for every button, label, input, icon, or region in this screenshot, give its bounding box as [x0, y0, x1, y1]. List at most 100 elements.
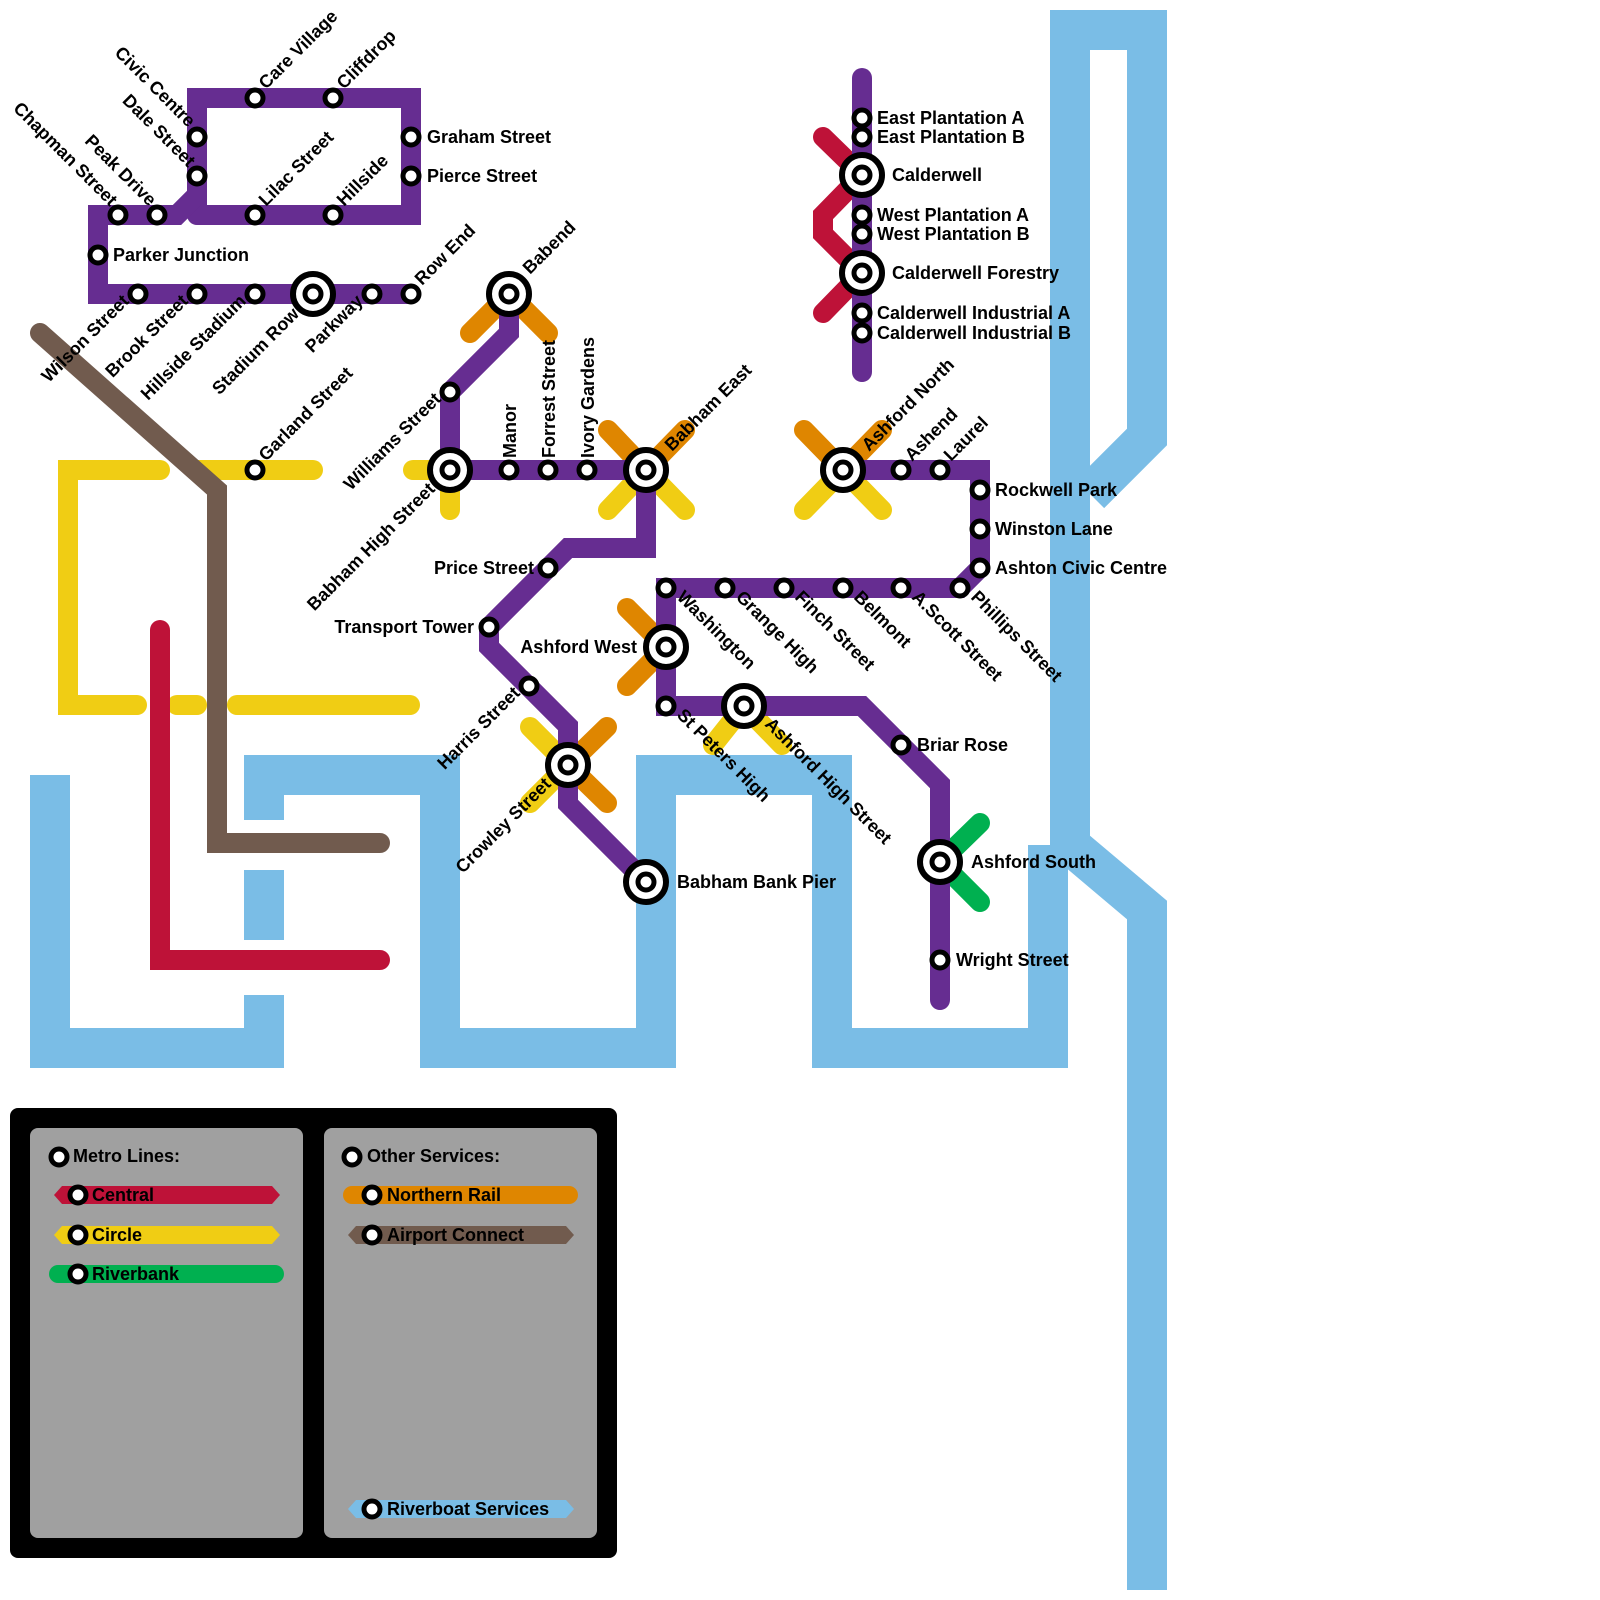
legend-central-station-icon	[67, 1184, 89, 1206]
label-garland-street: Garland Street	[255, 363, 357, 465]
legend-central-swatch	[54, 1186, 280, 1204]
station-west-plantation-b[interactable]	[851, 223, 873, 245]
label-manor: Manor	[500, 404, 520, 458]
label-babham-high-street: Babham High Street	[303, 479, 439, 615]
station-chapman-street[interactable]	[107, 204, 129, 226]
interchange-babend[interactable]	[486, 271, 532, 317]
station-forrest-street[interactable]	[537, 459, 559, 481]
legend-central-label: Central	[92, 1185, 154, 1205]
station-winston-lane[interactable]	[969, 518, 991, 540]
station-williams-street[interactable]	[439, 381, 461, 403]
label-pierce-street: Pierce Street	[427, 166, 537, 186]
interchange-babham-bank-pier[interactable]	[623, 859, 669, 905]
station-wright-street[interactable]	[929, 949, 951, 971]
interchange-ashford-south[interactable]	[917, 839, 963, 885]
legend-northern-rail-swatch	[343, 1186, 578, 1204]
label-hillside: Hillside	[333, 150, 392, 209]
station-lilac-street[interactable]	[244, 204, 266, 226]
station-ashton-civic-centre[interactable]	[969, 557, 991, 579]
station-east-plantation-a[interactable]	[851, 107, 873, 129]
station-parker-junction[interactable]	[87, 244, 109, 266]
legend-riverboat-swatch	[348, 1500, 574, 1518]
label-care-village: Care Village	[255, 6, 342, 93]
label-calderwell: Calderwell	[892, 165, 982, 185]
legend-circle-label: Circle	[92, 1225, 142, 1245]
legend-airport-connect-label: Airport Connect	[387, 1225, 524, 1245]
legend-other-title: Other Services:	[367, 1146, 500, 1166]
legend-station-icon	[48, 1146, 70, 1168]
interchange-calderwell[interactable]	[839, 152, 885, 198]
label-calderwell-industrial-a: Calderwell Industrial A	[877, 303, 1070, 323]
station-ivory-gardens[interactable]	[576, 459, 598, 481]
legend-metro-title: Metro Lines:	[73, 1146, 180, 1166]
station-care-village[interactable]	[244, 87, 266, 109]
legend-riverbank-station-icon	[67, 1263, 89, 1285]
label-babend: Babend	[519, 217, 580, 278]
station-west-plantation-a[interactable]	[851, 204, 873, 226]
station-cliffdrop[interactable]	[322, 87, 344, 109]
label-ashford-south: Ashford South	[971, 852, 1096, 872]
station-calderwell-industrial-a[interactable]	[851, 302, 873, 324]
station-row-end[interactable]	[400, 283, 422, 305]
interchange-stadium-row[interactable]	[290, 271, 336, 317]
label-west-plantation-a: West Plantation A	[877, 205, 1029, 225]
station-graham-street[interactable]	[400, 126, 422, 148]
label-west-plantation-b: West Plantation B	[877, 224, 1030, 244]
station-rockwell-park[interactable]	[969, 479, 991, 501]
label-briar-rose: Briar Rose	[917, 735, 1008, 755]
station-pierce-street[interactable]	[400, 165, 422, 187]
label-ashford-west: Ashford West	[520, 637, 637, 657]
interchanges	[290, 152, 963, 905]
station-briar-rose[interactable]	[890, 734, 912, 756]
station-peak-drive[interactable]	[146, 204, 168, 226]
station-laurel[interactable]	[929, 459, 951, 481]
label-transport-tower: Transport Tower	[334, 617, 474, 637]
label-calderwell-industrial-b: Calderwell Industrial B	[877, 323, 1071, 343]
station-east-plantation-b[interactable]	[851, 126, 873, 148]
station-transport-tower[interactable]	[478, 616, 500, 638]
station-wilson-street[interactable]	[127, 283, 149, 305]
interchange-calderwell-forestry[interactable]	[839, 250, 885, 296]
station-price-street[interactable]	[537, 557, 559, 579]
label-wright-street: Wright Street	[956, 950, 1069, 970]
station-calderwell-industrial-b[interactable]	[851, 322, 873, 344]
station-parkway[interactable]	[361, 283, 383, 305]
station-st-peters-high[interactable]	[655, 695, 677, 717]
label-cliffdrop: Cliffdrop	[333, 26, 400, 93]
label-ivory-gardens: Ivory Gardens	[578, 337, 598, 458]
station-hillside-stadium[interactable]	[244, 283, 266, 305]
station-belmont[interactable]	[832, 577, 854, 599]
label-forrest-street: Forrest Street	[539, 340, 559, 458]
label-east-plantation-a: East Plantation A	[877, 108, 1024, 128]
label-rockwell-park: Rockwell Park	[995, 480, 1118, 500]
legend-riverbank-label: Riverbank	[92, 1264, 180, 1284]
interchange-ashford-north[interactable]	[820, 447, 866, 493]
interchange-ashford-high-street[interactable]	[721, 683, 767, 729]
stations	[87, 87, 991, 971]
station-manor[interactable]	[498, 459, 520, 481]
station-hillside[interactable]	[322, 204, 344, 226]
station-grange-high[interactable]	[714, 577, 736, 599]
interchange-babham-east[interactable]	[623, 447, 669, 493]
station-brook-street[interactable]	[186, 283, 208, 305]
legend-airport-connect-swatch	[348, 1226, 574, 1244]
interchange-ashford-west[interactable]	[643, 624, 689, 670]
interchange-crowley-street[interactable]	[545, 742, 591, 788]
station-harris-street[interactable]	[518, 675, 540, 697]
interchange-babham-high-street[interactable]	[427, 447, 473, 493]
legend-riverbank-swatch	[49, 1265, 284, 1283]
label-harris-street: Harris Street	[433, 683, 524, 774]
label-graham-street: Graham Street	[427, 127, 551, 147]
station-ashend[interactable]	[890, 459, 912, 481]
legend-station-icon-other	[341, 1146, 363, 1168]
station-washington[interactable]	[655, 577, 677, 599]
station-phillips-street[interactable]	[949, 577, 971, 599]
station-civic-centre[interactable]	[186, 126, 208, 148]
riverboat-line	[30, 10, 1167, 1590]
station-finch-street[interactable]	[773, 577, 795, 599]
label-ashford-north: Ashford North	[858, 354, 958, 454]
station-dale-street[interactable]	[186, 165, 208, 187]
station-garland-street[interactable]	[244, 459, 266, 481]
station-a-scott-street[interactable]	[890, 577, 912, 599]
